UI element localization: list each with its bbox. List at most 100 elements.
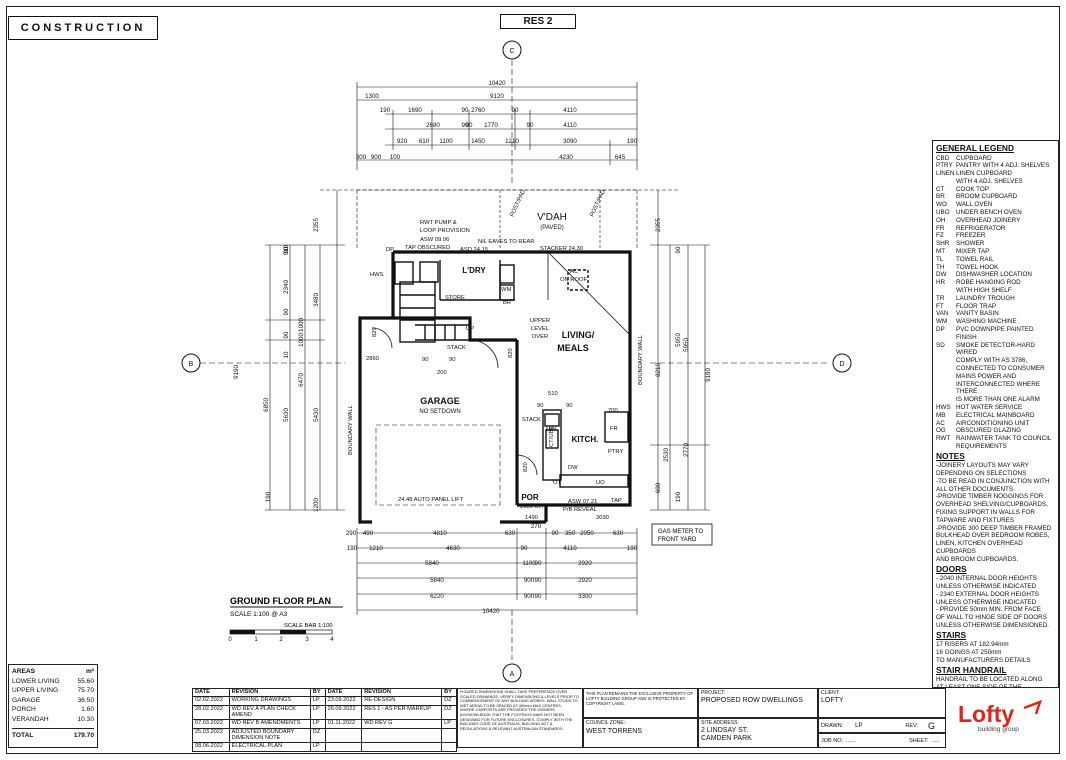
dim-top-4: 1690 bbox=[408, 107, 422, 114]
dim-bottom-3: 630 bbox=[505, 530, 516, 537]
legend-code: RWT bbox=[936, 435, 951, 443]
client-label: CLIENT: bbox=[821, 690, 840, 696]
label-510: 510 bbox=[548, 391, 558, 397]
legend-desc: OVERHEAD JOINERY bbox=[956, 216, 1021, 224]
areas-total-value: 179.70 bbox=[73, 731, 94, 739]
legend-item: IS MORE THAN ONE ALARM bbox=[936, 396, 1055, 404]
construction-stamp: CONSTRUCTION bbox=[8, 16, 158, 40]
legend-desc: LINEN CUPBOARD bbox=[956, 170, 1012, 178]
revision-cell bbox=[361, 741, 443, 752]
dim-bottom-12: 90 bbox=[521, 545, 528, 552]
dim-left-5: 1000 bbox=[298, 318, 305, 332]
area-value: 1.60 bbox=[81, 706, 94, 714]
revision-cell bbox=[361, 727, 443, 743]
legend-code: TR bbox=[936, 294, 945, 302]
label-ptry: PTRY bbox=[608, 449, 623, 455]
legend-code: AC bbox=[936, 419, 945, 427]
dim-right-4: 9190 bbox=[705, 368, 712, 382]
room-porch: POR bbox=[521, 493, 539, 502]
legend-desc: WITH HIGH SHELF bbox=[956, 287, 1012, 295]
dim-bottom-21: 90 bbox=[535, 577, 542, 584]
dim-bottom-27: 10420 bbox=[482, 608, 500, 615]
scale-bar bbox=[229, 629, 333, 635]
label-hws: HWS bbox=[370, 272, 384, 278]
legend-desc: REFRIGERATOR bbox=[956, 224, 1006, 232]
council-label: COUNCIL ZONE: bbox=[586, 720, 625, 726]
room-living-2: MEALS bbox=[557, 343, 589, 353]
legend-code: SD bbox=[936, 341, 945, 349]
revision-cell: LP bbox=[309, 704, 326, 720]
area-value: 75.70 bbox=[77, 687, 94, 695]
dim-left-0: 2355 bbox=[313, 218, 320, 232]
upper-level-3: OVER bbox=[532, 334, 548, 340]
lofty-logo: Lofty building group bbox=[958, 699, 1043, 733]
dim-bottom-26: 3300 bbox=[578, 593, 592, 600]
note-gas-meter-2: FRONT YARD bbox=[658, 537, 697, 543]
dim-left-15: 190 bbox=[265, 491, 272, 502]
dim-top-15: 920 bbox=[397, 138, 408, 145]
grid-bubble-d bbox=[832, 353, 852, 373]
revision-cell: LP bbox=[441, 718, 457, 729]
grid-label-top: C bbox=[509, 48, 514, 55]
dim-top-7: 90 bbox=[512, 107, 519, 114]
legend-item: WITH 4 ADJ. SHELVES bbox=[936, 178, 1055, 186]
dim-top-20: 3090 bbox=[563, 138, 577, 145]
revision-cell: RE-DESIGN bbox=[361, 695, 443, 706]
revision-cell: ADJUSTED BOUNDARY DIMENSION NOTE bbox=[228, 727, 311, 743]
revision-cell: 01.11.2022 bbox=[324, 718, 363, 729]
room-garage-sub: NO SETDOWN bbox=[419, 409, 460, 415]
dim-right-6: 2770 bbox=[683, 443, 690, 457]
legend-desc: FREEZER bbox=[956, 232, 986, 240]
legend-desc: WITH 4 ADJ. SHELVES bbox=[956, 177, 1023, 185]
dim-left-16: 10 bbox=[283, 351, 290, 358]
legend-code: LINEN bbox=[936, 170, 955, 178]
label-stack2: STACK bbox=[522, 417, 541, 423]
legend-desc: INTERCONNECTED WHERE THERE bbox=[956, 380, 1040, 396]
dim-bottom-4: 270 bbox=[531, 523, 542, 530]
revision-cell bbox=[324, 741, 363, 752]
dim-top-23: 900 bbox=[371, 154, 382, 161]
label-up: UP bbox=[466, 326, 474, 332]
label-820b: 820 bbox=[508, 348, 514, 358]
legend-code bbox=[936, 396, 956, 404]
legend-item: INTERCONNECTED WHERE THERE bbox=[936, 381, 1055, 397]
area-value: 36.50 bbox=[77, 696, 94, 704]
legend-code: WO bbox=[936, 201, 947, 209]
legend-desc: MAINS POWER AND bbox=[956, 372, 1017, 380]
legend-code: TL bbox=[936, 255, 944, 263]
legend-desc: MIXER TAP bbox=[956, 248, 990, 256]
legend-code: VAN bbox=[936, 310, 949, 318]
revision-header: BY bbox=[309, 688, 326, 697]
dim-left-13: 1200 bbox=[313, 498, 320, 512]
dim-left-6: 1000 bbox=[298, 333, 305, 347]
council-zone-block: COUNCIL ZONE: WEST TORRENS bbox=[583, 718, 698, 748]
legend-code: CBD bbox=[936, 154, 950, 162]
dim-bottom-19: 5840 bbox=[430, 577, 444, 584]
legend-desc: IS MORE THAN ONE ALARM bbox=[956, 396, 1040, 404]
label-1490: 1490 bbox=[525, 515, 538, 521]
dim-top-13: 90 bbox=[527, 122, 534, 129]
dim-bottom-10: 1210 bbox=[369, 545, 383, 552]
site-label: SITE ADDRESS: bbox=[701, 720, 739, 726]
label-820c: 820 bbox=[523, 462, 529, 472]
note-tap-obscured: TAP OBSCURED bbox=[405, 245, 450, 251]
grid-bubble-b bbox=[181, 353, 201, 373]
label-wm: WM bbox=[501, 287, 511, 293]
client-value: LOFTY bbox=[821, 697, 844, 704]
legend-code: TH bbox=[936, 263, 945, 271]
dim-top-9: 90 bbox=[462, 122, 469, 129]
dim-top-24: 100 bbox=[390, 154, 401, 161]
